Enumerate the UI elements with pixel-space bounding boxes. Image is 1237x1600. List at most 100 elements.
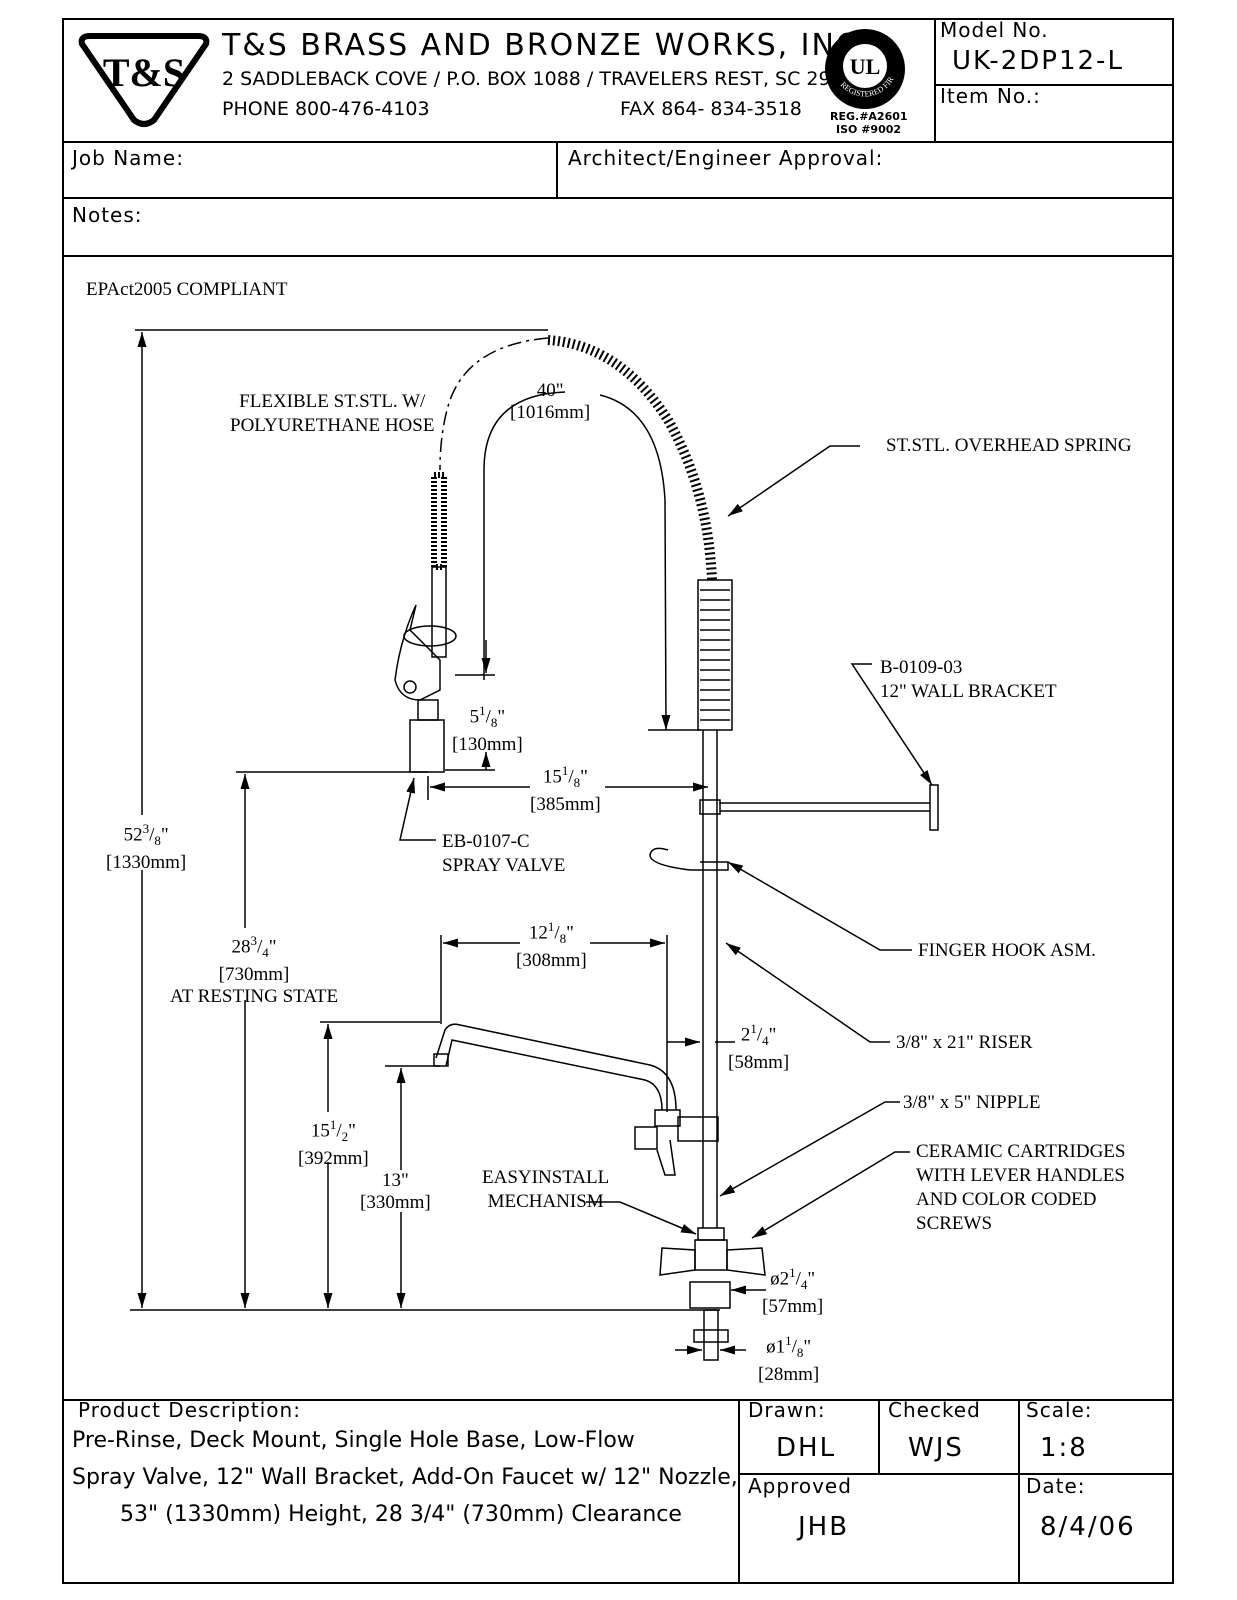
finger-hook-callout: FINGER HOOK ASM. [918, 940, 1096, 961]
dim-total-height-num: 3 [142, 821, 150, 836]
spout-lower [445, 1039, 663, 1111]
dim-total-height-whole: 52 [123, 824, 143, 846]
dim-nozzle-num: 1 [547, 919, 555, 934]
compliance-note: EPAct2005 COMPLIANT [86, 279, 288, 300]
spray-valve-neck [417, 699, 439, 721]
dim-base-diameter-metric: [57mm] [762, 1296, 824, 1318]
cartridge-line2: WITH LEVER HANDLES [916, 1165, 1125, 1186]
easyinstall-line1: EASYINSTALL [482, 1167, 610, 1188]
shank [703, 1309, 719, 1361]
base-nut [697, 1227, 725, 1241]
base-escutcheon [689, 1281, 731, 1309]
base-handle-left [659, 1247, 696, 1276]
approved-value: JHB [798, 1512, 850, 1542]
dim-offset-whole: 15 [542, 766, 562, 788]
dim-valve-drop: 51/8" [130mm] [452, 703, 523, 756]
bracket-leader [850, 663, 933, 786]
dim-spout-offset: 21/4" [58mm] [728, 1021, 790, 1074]
dim-offset-unit: " [580, 766, 588, 788]
logo-text: T&S [103, 50, 185, 95]
dim-hose-length-imperial: 40" [536, 380, 564, 401]
dim-spout-offset-num: 1 [750, 1021, 757, 1036]
checked-label: Checked [888, 1398, 981, 1422]
nipple-leader [719, 1101, 900, 1197]
spring-callout: ST.STL. OVERHEAD SPRING [886, 435, 1132, 456]
product-description-line1: Pre-Rinse, Deck Mount, Single Hole Base,… [72, 1428, 635, 1453]
ul-logo: UL REGISTERED FIRM [822, 26, 905, 109]
approved-label: Approved [748, 1474, 852, 1498]
dim-shank-diameter-whole: ø1 [766, 1336, 786, 1358]
hose-dim-right [599, 394, 671, 731]
easyinstall-line2: MECHANISM [487, 1191, 604, 1212]
riser-leader [725, 942, 890, 1043]
model-value: UK-2DP12-L [952, 46, 1124, 76]
company-fax: FAX 864- 834-3518 [620, 98, 802, 120]
hose-arc [439, 337, 549, 471]
dim-valve-drop-unit: " [497, 706, 506, 728]
dim-outlet-height: 13" [330mm] [360, 1170, 431, 1214]
nipple-callout: 3/8" x 5" NIPPLE [903, 1092, 1041, 1113]
spring-lower-turns [700, 589, 730, 721]
spout-aerator [433, 1053, 449, 1067]
riser-callout: 3/8" x 21" RISER [896, 1032, 1033, 1053]
footer-checked-divider [878, 1399, 880, 1474]
company-logo: T&S [78, 33, 210, 127]
spray-valve-lever [403, 625, 457, 647]
date-label: Date: [1026, 1474, 1086, 1498]
company-address: 2 SADDLEBACK COVE / P.O. BOX 1088 / TRAV… [222, 68, 867, 90]
bracket-callout: B-0109-03 12" WALL BRACKET [880, 656, 1057, 704]
dim-offset: 151/8" [385mm] [530, 763, 601, 816]
bracket-plate [929, 784, 939, 831]
dim-shank-diameter-unit: " [803, 1336, 812, 1358]
job-row-bottom [62, 197, 1174, 199]
hose-coil [431, 472, 447, 570]
dim-clearance-metric: [730mm] [218, 964, 290, 986]
dim-offset-metric: [385mm] [530, 794, 601, 816]
dim-offset-num: 1 [561, 763, 569, 778]
base-handle-right [726, 1247, 766, 1276]
spring-leader [727, 445, 860, 517]
faucet-handle-base [634, 1126, 658, 1150]
item-label: Item No.: [940, 84, 1041, 108]
dim-valve-drop-metric: [130mm] [452, 734, 523, 756]
spray-valve-callout: EB-0107-C SPRAY VALVE [442, 830, 565, 878]
cartridge-line1: CERAMIC CARTRIDGES [916, 1141, 1126, 1162]
dim-hose-length: 40" [1016mm] [510, 380, 590, 424]
dim-nozzle-unit: " [566, 922, 574, 944]
dim-valve-drop-whole: 5 [469, 706, 480, 728]
product-description-line2: Spray Valve, 12" Wall Bracket, Add-On Fa… [72, 1465, 738, 1490]
footer-desc-divider [738, 1399, 740, 1584]
bracket-clamp [699, 799, 721, 815]
dim-spout-height-den: 2 [341, 1129, 349, 1145]
footer-scale-divider [1018, 1399, 1020, 1584]
header-divider [62, 141, 1174, 143]
hose-fitting [431, 566, 447, 658]
spout-swivel [654, 1109, 681, 1127]
finger-hook [649, 847, 729, 871]
dim-clearance-unit: " [268, 936, 277, 958]
dim-nozzle-metric: [308mm] [516, 950, 587, 972]
shank-nut [693, 1329, 729, 1343]
dim-valve-drop-num: 1 [479, 703, 486, 718]
dim-spout-offset-whole: 2 [740, 1024, 751, 1046]
scale-label: Scale: [1026, 1398, 1093, 1422]
dim-shank-diameter: ø11/8" [28mm] [758, 1333, 820, 1386]
spray-valve-knob [403, 680, 417, 694]
checked-value: WJS [908, 1433, 964, 1463]
job-row-divider [556, 141, 558, 198]
model-label: Model No. [940, 18, 1049, 42]
spray-valve-leader [399, 777, 436, 841]
dim-spout-height: 151/2" [392mm] [298, 1117, 369, 1170]
cartridge-callout: CERAMIC CARTRIDGES WITH LEVER HANDLES AN… [916, 1140, 1125, 1236]
dim-clearance-note: AT RESTING STATE [170, 986, 339, 1008]
dim-clearance: 283/4" [730mm] AT RESTING STATE [170, 933, 339, 1008]
dim-hose-length-metric: [1016mm] [510, 402, 591, 423]
spray-valve-part-number: EB-0107-C [442, 831, 530, 852]
dim-spout-height-whole: 15 [310, 1120, 330, 1142]
dim-nozzle-den: 8 [559, 931, 567, 947]
spray-valve-body [394, 604, 441, 701]
faucet-drawing [130, 329, 939, 1361]
cartridge-line3: AND COLOR CODED [916, 1189, 1097, 1210]
scale-value: 1:8 [1040, 1433, 1088, 1463]
dim-outlet-height-metric: [330mm] [360, 1192, 431, 1213]
